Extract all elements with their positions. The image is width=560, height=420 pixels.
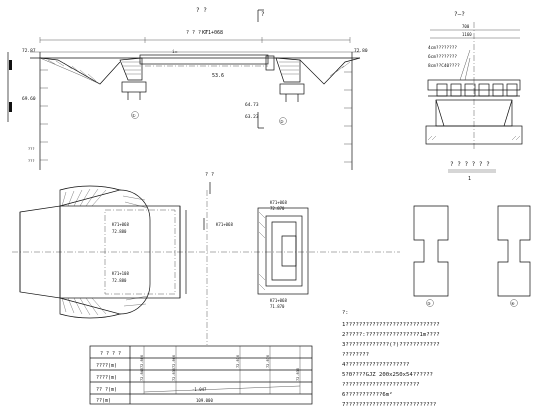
profile-slope: -1.047 [192,387,207,392]
svg-text:①: ① [132,113,136,118]
plan-title: ? ? [205,172,214,178]
note-line-4: ???????? [342,352,369,358]
right-abutment [275,57,301,83]
cross-section-view: ?—? 700 1160 4cm???????? 6cm???????? 8cm… [425,11,523,182]
svg-text:?? ?(m): ?? ?(m) [96,387,117,393]
rebar-label-1: 4cm???????? [428,45,457,51]
pier-cap-section [425,125,523,145]
slope-label: i= [172,49,178,55]
note-line-9: 7??????????????????????????? [342,402,436,408]
abutment-marker-2 [279,117,287,125]
note-line-8: 6???????????6m² [342,391,393,398]
abutment-marker-1 [131,111,139,119]
note-line-7: ??????????????????????? [342,382,419,388]
section-caption: ? ? ? ? ? ? [450,161,490,168]
pier-section-views: ③ ④ [413,205,531,307]
level-left-top: 72.87 [22,48,36,54]
svg-text:?: ? [261,11,265,18]
level-pier: 53.6 [212,73,224,79]
note-line-1: 1???????????????????????????? [342,322,440,328]
svg-text:②: ② [280,119,284,124]
abutment-level-top: 72.870 [270,206,285,211]
pier-shape-3 [413,205,449,297]
elevation-station: K71+068 [202,30,223,36]
svg-text:????(m): ????(m) [96,375,117,381]
deck-beam [139,54,269,65]
svg-text:72.830: 72.830 [172,368,176,381]
elevation-view: ? ? ? K71+068 ? ? ? ? [7,7,368,170]
svg-text:③: ③ [427,301,431,306]
notes-header: ?: [342,310,349,316]
svg-text:700: 700 [462,24,470,29]
svg-text:????(m): ????(m) [96,363,117,369]
svg-text:??(m): ??(m) [96,398,111,404]
left-abutment [119,57,143,81]
svg-text:72.880: 72.880 [140,355,144,368]
plan-station-1: K71+068 [112,222,129,227]
middle-pier [265,55,275,71]
general-notes: ?: 1???????????????????????????? 2?????:… [342,310,440,408]
plan-station-1-level: 72.880 [112,229,127,234]
note-line-6: 5?0????GJZ 200x250x54?????? [342,372,433,378]
plan-station-2-level: 72.880 [112,278,127,283]
plan-station-2: K71+108 [112,271,129,276]
rebar-label-2: 6cm???????? [428,54,457,60]
level-right-low: 64.73 [245,102,259,108]
level-right-top: 72.80 [354,48,368,54]
abutment-plan [257,207,309,295]
abutment-level-bottom: 71.870 [270,304,285,309]
note-line-3: 3?????????????(?)???????????? [342,342,440,348]
svg-text:???: ??? [28,147,35,151]
svg-text:? ? ? ?: ? ? ? ? [100,351,121,357]
svg-text:72.830: 72.830 [296,368,300,381]
level-left-ground: 69.60 [22,96,36,102]
svg-text:72.860: 72.860 [172,355,176,368]
abutment-station-bottom: K71+068 [270,298,287,303]
section-title: ?—? [454,11,465,18]
level-right-base: 63.23 [245,114,259,120]
profile-table: ? ? ? ? ????(m) ????(m) ?? ?(m) ??(m) 72… [89,345,313,405]
svg-text:72.810: 72.810 [236,355,240,368]
pier-shape-4 [497,205,531,297]
elevation-dim-total: ? ? ? ? [186,30,207,36]
svg-text:72.870: 72.870 [266,355,270,368]
svg-text:K71+068: K71+068 [216,222,233,227]
profile-length: 109.000 [196,398,213,403]
note-line-5: 4??????????????????? [342,362,409,368]
abutment-station-top: K71+068 [270,200,287,205]
svg-text:1160: 1160 [462,32,472,37]
note-line-2: 2?????:????????????????1m???? [342,332,440,338]
svg-text:④: ④ [511,301,515,306]
svg-text:1: 1 [468,176,471,182]
elevation-title: ? ? [196,7,207,14]
svg-text:72.840: 72.840 [140,368,144,381]
rebar-label-3: 8cm??C40???? [428,63,460,69]
svg-text:???: ??? [28,159,35,163]
plan-view: ? ? K71+068 72.880 K71+1 [12,172,400,345]
